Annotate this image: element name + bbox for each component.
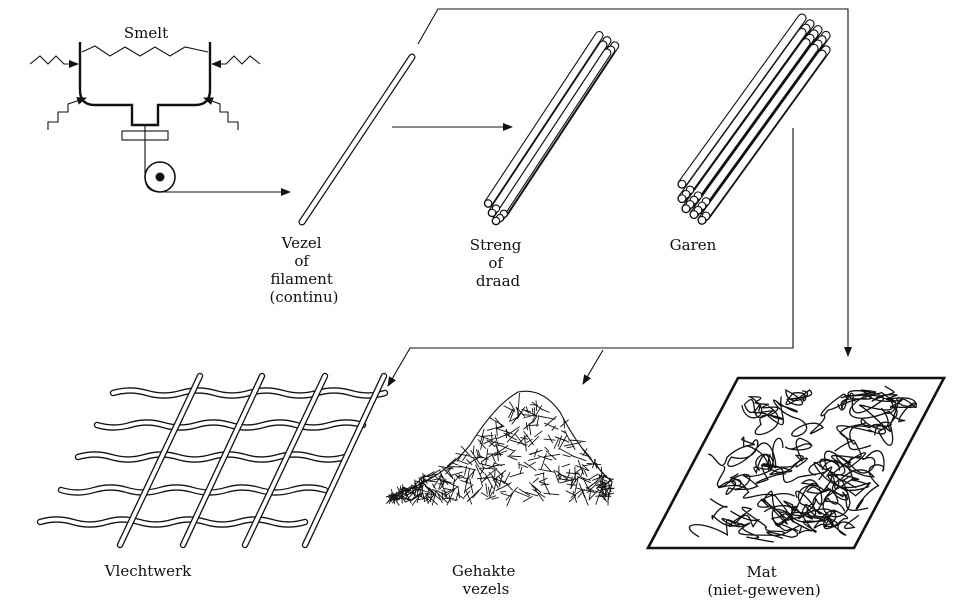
label-vlechtwerk: Vlechtwerk [104, 562, 192, 580]
single-filament [298, 53, 416, 226]
label-vezel: Vezel of filament (continu) [270, 234, 339, 306]
yarn-bundle [677, 13, 831, 225]
nonwoven-mat [645, 376, 947, 550]
label-garen: Garen [670, 236, 717, 254]
woven-fabric [36, 372, 389, 549]
flow-arrows [387, 8, 852, 387]
strand-bundle [483, 31, 620, 226]
chopped-fiber-pile [385, 390, 615, 507]
winding-drum [144, 161, 291, 196]
label-mat: Mat (niet-geweven) [707, 563, 820, 599]
label-streng: Streng of draad [470, 236, 526, 290]
label-smelt: Smelt [124, 24, 168, 42]
melt-furnace [29, 42, 261, 162]
label-gehakte-vezels: Gehakte vezels [452, 562, 520, 598]
